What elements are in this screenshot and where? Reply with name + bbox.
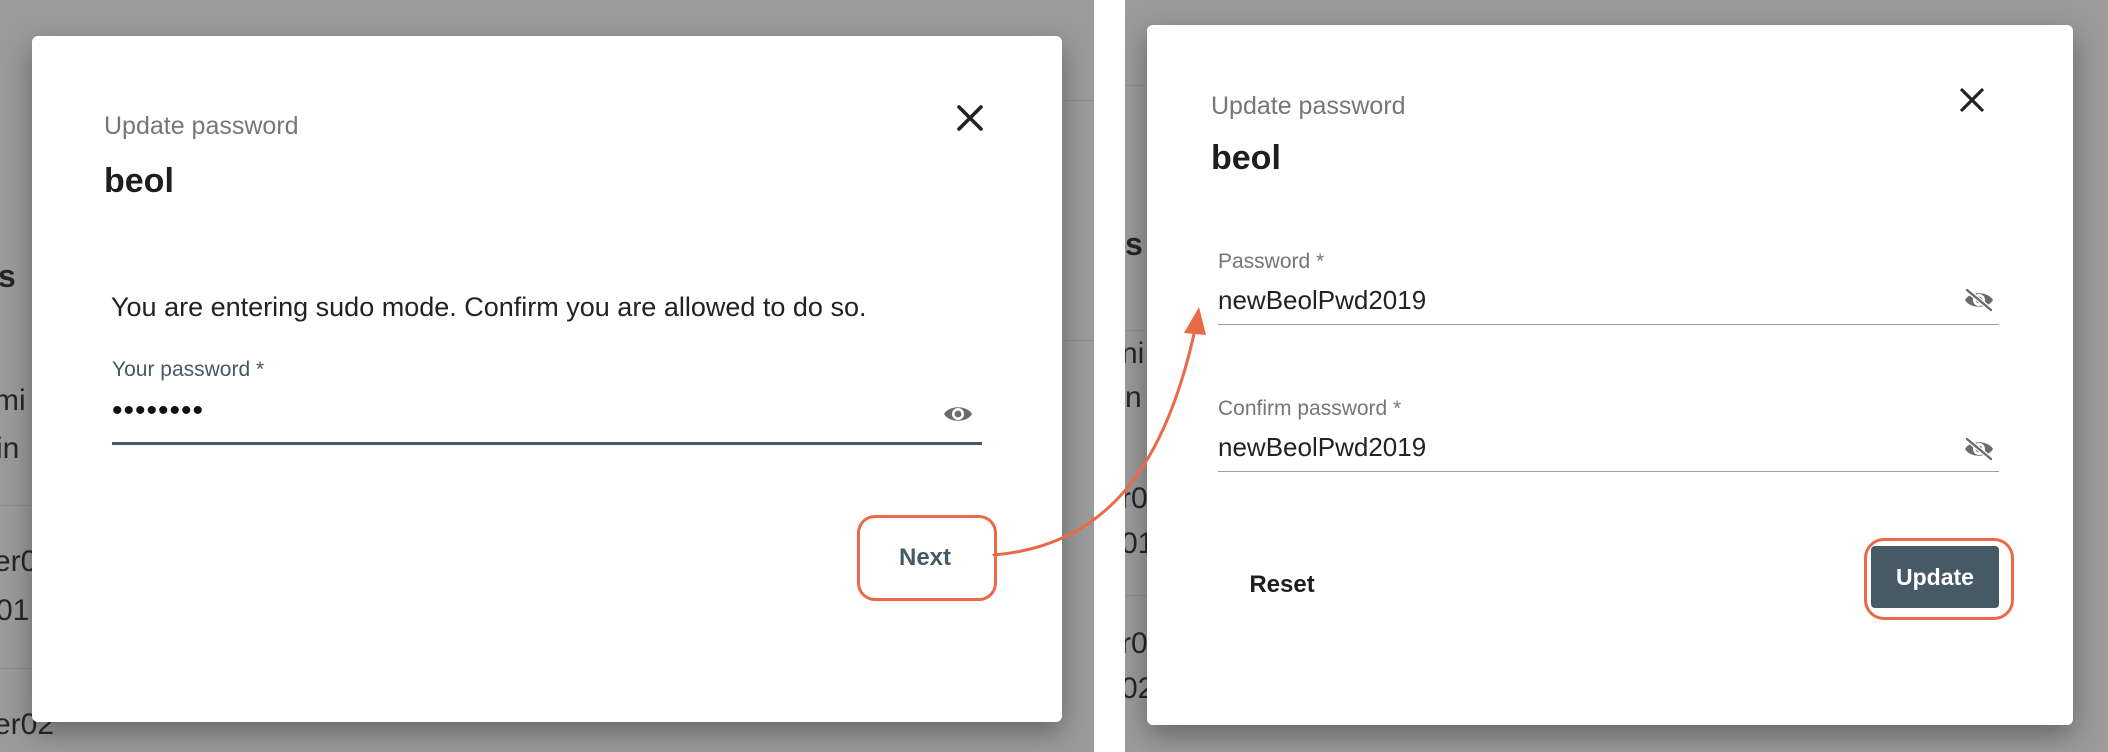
update-password-dialog: Update password beol Password * newBeolP… [1147,25,2073,725]
dialog-subtitle: Update password [1211,92,1406,120]
password-input[interactable]: •••••••• [112,394,205,427]
password-underline [112,442,982,445]
sudo-mode-dialog: Update password beol You are entering su… [32,36,1062,722]
background-fragment: in [0,432,20,465]
eye-off-icon [1964,436,1994,462]
background-divider [1125,595,1147,596]
background-fragment: er0 [0,545,38,578]
close-icon [957,105,983,131]
close-icon [1960,88,1984,112]
confirm-password-underline [1218,471,1999,472]
sudo-message: You are entering sudo mode. Confirm you … [111,292,867,322]
background-fragment: 01 [0,594,30,627]
background-fragment: s [1125,226,1143,262]
background-fragment: n [1125,381,1142,414]
background-fragment: s [0,258,16,294]
password-label: Password * [1218,250,1325,273]
password-label: Your password * [112,358,265,381]
confirm-password-input[interactable]: newBeolPwd2019 [1218,432,1427,462]
background-fragment: mi [0,384,26,417]
eye-icon [944,407,972,421]
background-divider [0,505,32,506]
show-password-toggle[interactable] [942,402,974,426]
update-button[interactable]: Update [1871,546,1999,608]
background-divider [1125,85,1147,86]
password-underline [1218,324,1999,325]
background-fragment: r0 [1125,482,1148,515]
eye-off-icon [1964,287,1994,313]
confirm-password-label: Confirm password * [1218,397,1402,420]
close-button[interactable] [1952,80,1992,120]
dialog-title: beol [104,162,174,200]
reset-button[interactable]: Reset [1249,571,1315,598]
background-fragment: r0 [1125,627,1148,660]
password-input[interactable]: newBeolPwd2019 [1218,285,1427,315]
background-divider [0,668,32,669]
close-button[interactable] [950,98,990,138]
background-fragment: ni [1125,337,1145,370]
hide-password-toggle[interactable] [1963,287,1995,313]
hide-confirm-password-toggle[interactable] [1963,436,1995,462]
dialog-title: beol [1211,139,1281,177]
next-button[interactable]: Next [898,544,952,571]
background-divider [1125,330,1147,331]
dialog-subtitle: Update password [104,112,299,140]
